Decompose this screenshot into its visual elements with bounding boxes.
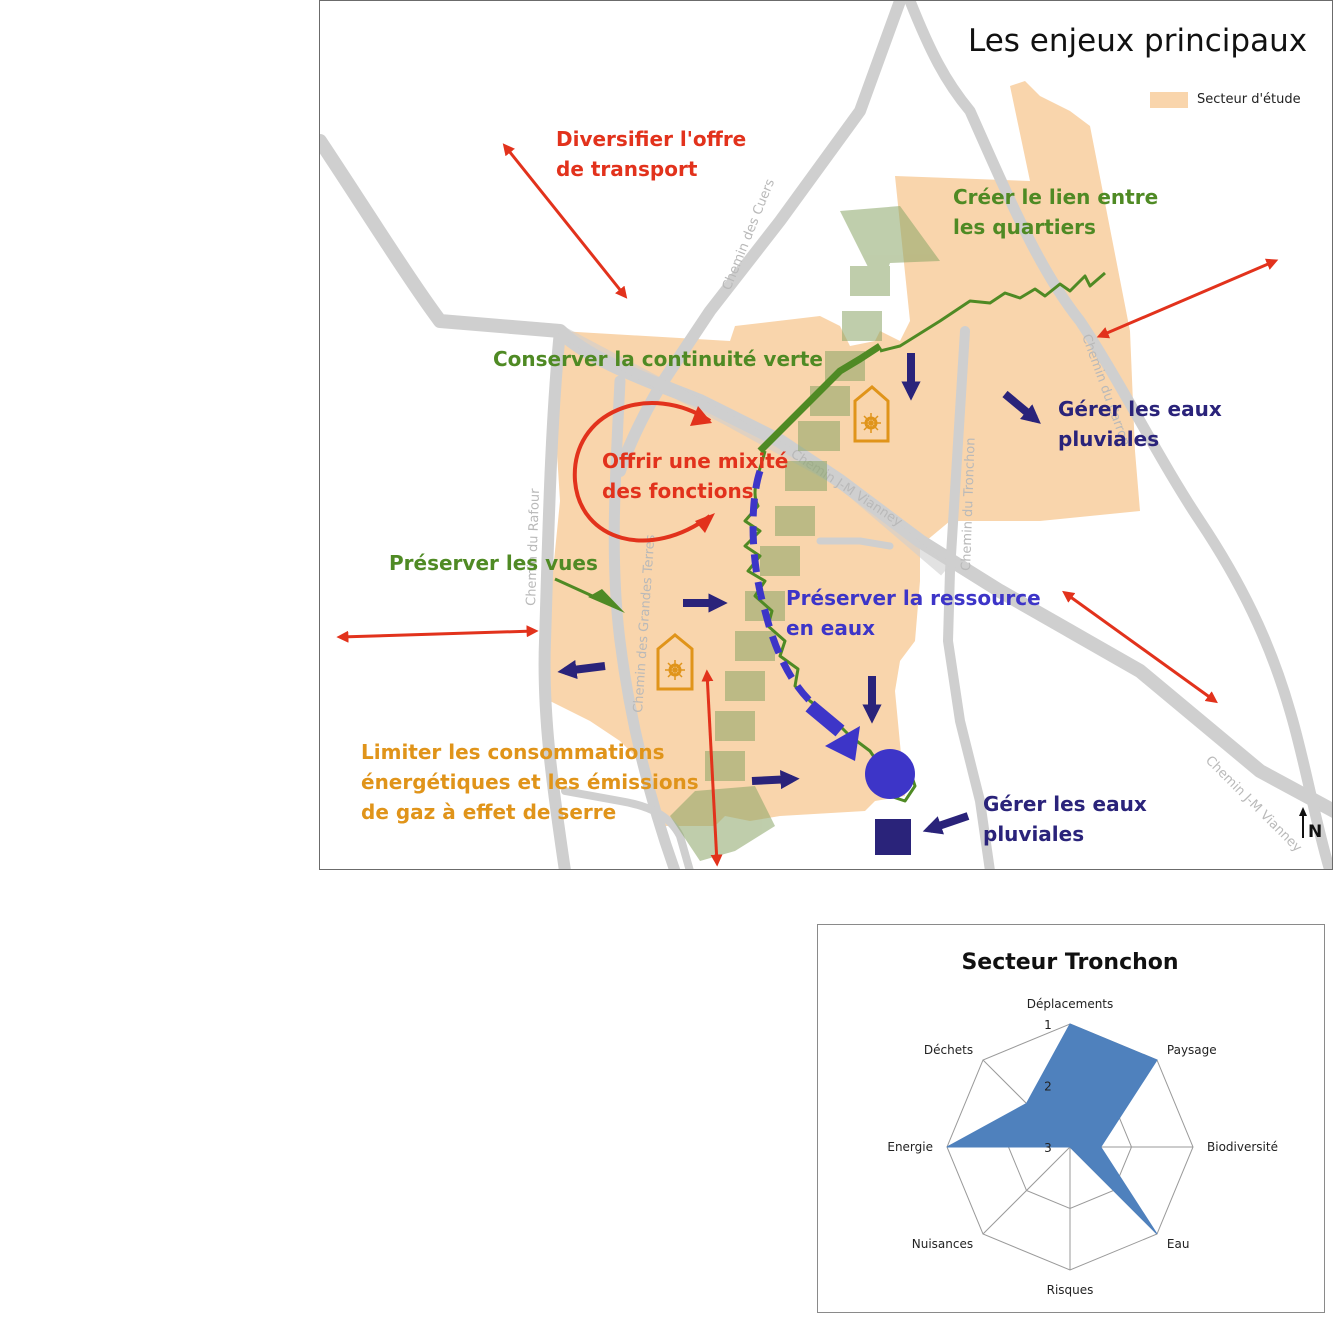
label-ressource-1: Préserver la ressource (786, 586, 1041, 610)
water-flow-arrow-icon (805, 700, 845, 737)
label-mixite-2: des fonctions (602, 479, 754, 503)
radar-axis-label: Eau (1167, 1237, 1190, 1251)
transport-arrow-icon (1062, 590, 1218, 704)
radar-series-area (946, 1023, 1158, 1235)
radar-axis-labels: DéplacementsPaysageBiodiversitéEauRisque… (887, 997, 1278, 1297)
water-flow-arrowhead-icon (825, 726, 860, 761)
road-label-rafour: Chemin du Rafour (524, 488, 543, 607)
water-resource-path (749, 469, 813, 704)
label-mixite-1: Offrir une mixité (602, 449, 788, 473)
radar-axis-label: Déchets (924, 1043, 973, 1057)
transport-arrow-icon (336, 625, 539, 643)
transport-arrows (336, 143, 1279, 867)
transport-arrow-icon (502, 143, 628, 299)
label-energie-2: énergétiques et les émissions (361, 770, 699, 794)
label-eaux-b-1: Gérer les eaux (983, 792, 1147, 816)
stormwater-arrow-icon (922, 812, 970, 835)
energy-house-icon (656, 633, 694, 691)
stormwater-arrow-icon (1002, 390, 1041, 424)
label-lien-1: Créer le lien entre (953, 185, 1158, 209)
label-transport-1: Diversifier l'offre (556, 127, 746, 151)
radar-axis-label: Biodiversité (1207, 1140, 1278, 1154)
chart-title: Secteur Tronchon (961, 950, 1178, 975)
study-sector (550, 81, 1140, 826)
label-transport-2: de transport (556, 157, 698, 181)
label-continuite: Conserver la continuité verte (493, 347, 823, 371)
radar-spoke (982, 1146, 1071, 1235)
mixite-arrow-icon (572, 401, 715, 543)
stormwater-arrow-icon (557, 660, 606, 680)
legend-label: Secteur d'étude (1197, 92, 1301, 107)
green-corridor (670, 206, 940, 861)
radar-area (946, 1023, 1158, 1235)
label-lien-2: les quartiers (953, 215, 1096, 239)
label-eaux-b-2: pluviales (983, 822, 1084, 846)
radar-scale-label: 3 (1044, 1141, 1052, 1155)
radar-axis-label: Déplacements (1027, 997, 1114, 1011)
radar-scale-label: 2 (1044, 1080, 1052, 1094)
label-eaux-a-2: pluviales (1058, 427, 1159, 451)
label-energie-3: de gaz à effet de serre (361, 800, 616, 824)
energy-house-icon (853, 385, 890, 443)
label-energie-1: Limiter les consommations (361, 740, 665, 764)
road-label-tronchon: Chemin du Tronchon (959, 437, 979, 571)
north-label: N (1308, 822, 1322, 842)
view-arrow-icon (554, 577, 625, 613)
radar-axis-label: Energie (887, 1140, 933, 1154)
stormwater-arrows (557, 353, 1041, 835)
retention-basin-icon (865, 749, 915, 799)
transport-arrow-icon (1096, 258, 1279, 339)
map-title: Les enjeux principaux (968, 23, 1308, 59)
label-vues: Préserver les vues (389, 551, 598, 575)
legend-swatch (1150, 92, 1188, 108)
radar-chart: Secteur Tronchon DéplacementsPaysageBiod… (887, 950, 1278, 1297)
road-vianney (557, 325, 949, 576)
retention-square-icon (875, 819, 911, 855)
radar-scale-label: 1 (1044, 1018, 1052, 1032)
label-eaux-a-1: Gérer les eaux (1058, 397, 1222, 421)
map-labels: Diversifier l'offre de transport Créer l… (361, 127, 1222, 846)
transport-arrow-icon (701, 669, 723, 867)
radar-axis-label: Paysage (1167, 1043, 1217, 1057)
north-arrow-icon: N (1299, 807, 1322, 842)
map-canvas: Chemin des Cuers Chemin du Rafour Chemin… (320, 1, 1332, 869)
map-panel: Chemin des Cuers Chemin du Rafour Chemin… (319, 0, 1333, 870)
stormwater-arrow-icon (751, 769, 800, 790)
radar-axis-label: Risques (1047, 1283, 1094, 1297)
radar-axis-label: Nuisances (912, 1237, 973, 1251)
label-ressource-2: en eaux (786, 616, 875, 640)
radar-scale-labels: 1 2 3 (1044, 1018, 1052, 1155)
